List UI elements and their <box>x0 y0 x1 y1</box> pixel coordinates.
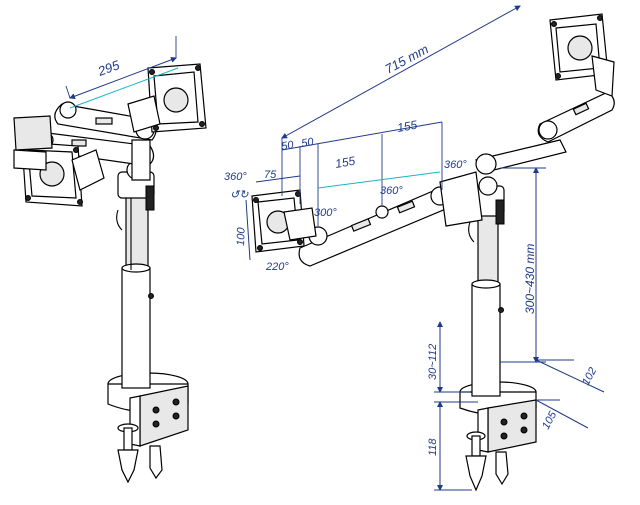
label-vesa-w: 75 <box>264 169 277 181</box>
label-base-102: 102 <box>580 366 599 388</box>
dim-clamp-height <box>434 401 478 491</box>
right-desk-clamp <box>459 381 537 492</box>
label-tilt-220: 220° <box>265 261 289 273</box>
label-rot-300: 300° <box>314 207 337 219</box>
dim-clamp-range <box>434 321 470 393</box>
label-pole-height: 300~430 mm <box>523 244 537 314</box>
dim-left-width <box>65 36 179 109</box>
label-left-width: 295 <box>95 57 122 79</box>
dim-pole-height <box>500 167 546 363</box>
left-desk-clamp <box>107 372 189 484</box>
right-pole <box>471 199 504 397</box>
right-mount: 715 mm 50 50 155 155 75 100 360° ↺↻ 300°… <box>224 5 615 492</box>
label-clamp-range: 30~112 <box>427 344 439 380</box>
dim-base-depth <box>535 359 605 429</box>
right-arm-lower <box>298 171 483 267</box>
label-seg-a: 50 <box>280 139 295 153</box>
label-clamp-height: 118 <box>427 438 439 456</box>
right-vesa-plate-top <box>549 13 615 97</box>
label-seg-c: 155 <box>334 154 356 171</box>
label-rot-360-mid: 360° <box>380 185 403 197</box>
label-rot-360-right: 360° <box>444 159 467 171</box>
left-rear-bracket <box>13 115 53 171</box>
left-pole <box>121 189 154 389</box>
dim-span <box>281 5 521 196</box>
dim-vesa <box>245 175 301 261</box>
left-vesa-plate-back <box>127 63 207 133</box>
right-vesa-plate-left <box>251 189 317 253</box>
label-seg-d: 155 <box>396 118 418 135</box>
dim-segments <box>281 121 443 226</box>
label-rot-360-left: 360° <box>224 171 247 183</box>
right-arm-upper <box>474 91 615 175</box>
left-mount: 295 <box>13 36 207 484</box>
rotation-arrows-icon: ↺↻ <box>230 189 249 201</box>
label-base-105: 105 <box>540 409 560 432</box>
label-vesa-h: 100 <box>235 226 248 246</box>
label-seg-b: 50 <box>300 136 315 150</box>
